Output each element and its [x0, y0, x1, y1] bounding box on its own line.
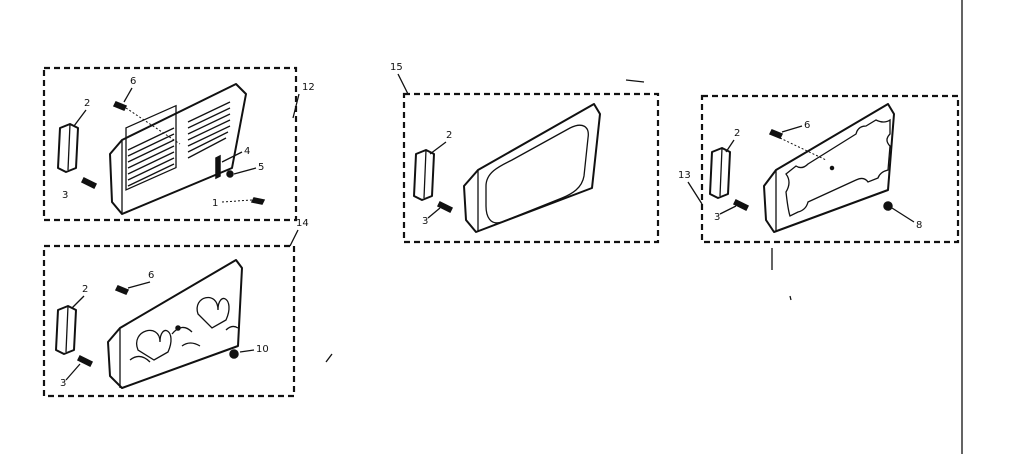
stray-mark — [325, 353, 333, 363]
ornament-scrollwork — [129, 296, 239, 363]
scalloped-panel — [763, 103, 895, 233]
ornamental-panel — [107, 259, 243, 389]
assembly-12: 12 2 3 — [42, 66, 315, 222]
assembly-15: 15 2 3 — [390, 62, 660, 244]
callout-label: 8 — [916, 220, 922, 231]
clip-icon — [215, 154, 221, 180]
stray-mark — [789, 295, 792, 301]
screw-icon — [76, 354, 94, 368]
callout-label: 1 — [212, 198, 218, 209]
callout-label: 2 — [446, 130, 452, 141]
callout-label: 6 — [130, 76, 136, 87]
callout-label: 13 — [678, 170, 691, 181]
callout-label: 3 — [422, 216, 428, 227]
assembly-box-15 — [402, 92, 660, 244]
callout-label: 5 — [258, 162, 264, 173]
callout-label: 6 — [148, 270, 154, 281]
screw-icon — [114, 285, 130, 295]
screw-icon — [436, 200, 454, 214]
assembly-label-15: 15 — [390, 62, 403, 73]
callout-label: 3 — [60, 378, 66, 389]
assembly-box-12 — [42, 66, 298, 222]
callout-label: 2 — [82, 284, 88, 295]
callout-label: 3 — [62, 190, 68, 201]
callout-label: 3 — [714, 212, 720, 223]
stray-mark — [625, 79, 645, 83]
assembly-box-scalloped — [700, 94, 960, 244]
grommet-icon — [883, 201, 893, 211]
louver-grille-right — [187, 101, 231, 159]
screw-icon — [80, 176, 98, 190]
assembly-label-12: 12 — [302, 82, 315, 93]
louver-grille-left — [125, 104, 177, 191]
assembly-box-14 — [42, 244, 296, 398]
scalloped-opening — [785, 118, 891, 217]
screw-icon — [768, 129, 784, 139]
screw-icon — [250, 197, 266, 205]
callout-label: 4 — [244, 146, 250, 157]
grommet-icon — [229, 349, 239, 359]
assembly-label-14: 14 — [296, 218, 309, 229]
callout-label: 6 — [804, 120, 810, 131]
fastener-icon — [226, 170, 234, 178]
screw-icon — [112, 101, 128, 111]
oval-opening — [485, 124, 589, 224]
screw-icon — [732, 198, 750, 212]
assembly-scalloped: 2 13 3 6 8 — [678, 94, 960, 244]
oval-frame-panel — [463, 103, 601, 233]
callout-label: 2 — [84, 98, 90, 109]
callout-label: 10 — [256, 344, 269, 355]
callout-label: 2 — [734, 128, 740, 139]
assembly-14: 14 2 3 6 10 — [42, 218, 309, 398]
